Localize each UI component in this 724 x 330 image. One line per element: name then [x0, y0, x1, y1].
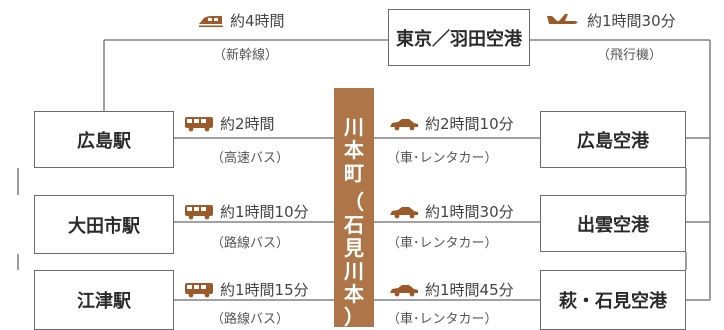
hiroshima-car-time: 約2時間10分: [389, 113, 514, 134]
hiroshima-station-box: 広島駅: [34, 111, 174, 168]
airplane-icon: [545, 13, 581, 28]
hagi-iwami-airport-box: 萩・石見空港: [540, 270, 686, 330]
time-label: 約1時間30分: [425, 203, 514, 221]
flight-mode: （飛行機）: [597, 48, 663, 63]
car-icon: [389, 205, 419, 219]
center-char: ）: [344, 305, 364, 329]
flight-time: 約1時間30分: [545, 10, 676, 31]
center-char: 石: [344, 213, 364, 237]
center-char: 町: [344, 161, 364, 185]
oda-bus-mode: （路線バス）: [211, 236, 290, 251]
izumo-car-mode: （車･レンタカー）: [387, 236, 498, 251]
gotsu-bus-time: 約1時間15分: [184, 279, 309, 300]
bus-icon: [184, 116, 214, 132]
center-char: 本: [344, 138, 364, 162]
shinkansen-mode: （新幹線）: [213, 48, 279, 63]
time-label: 約1時間45分: [425, 281, 514, 299]
izumo-car-time: 約1時間30分: [389, 201, 514, 222]
gotsu-bus-mode: （路線バス）: [211, 312, 290, 327]
shinkansen-icon: [198, 14, 224, 28]
center-char: （: [344, 190, 364, 214]
oda-bus-time: 約1時間10分: [184, 201, 309, 222]
time-label: 約1時間30分: [587, 12, 676, 30]
bus-icon: [184, 204, 214, 220]
hiroshima-airport-box: 広島空港: [540, 111, 686, 168]
time-label: 約4時間: [230, 12, 285, 30]
time-label: 約2時間10分: [425, 115, 514, 133]
hiroshima-car-mode: （車･レンタカー）: [387, 151, 498, 166]
tokyo-haneda-box: 東京／羽田空港: [388, 9, 530, 66]
time-label: 約1時間15分: [220, 281, 309, 299]
time-label: 約1時間10分: [220, 203, 309, 221]
center-char: 見: [344, 236, 364, 260]
car-icon: [389, 117, 419, 131]
oda-station-box: 大田市駅: [34, 195, 174, 254]
center-char: 本: [344, 282, 364, 306]
center-char: 川: [344, 115, 364, 139]
center-char: 川: [344, 259, 364, 283]
kawamoto-band: 川 本 町 （ 石 見 川 本 ）: [334, 88, 374, 329]
shinkansen-time: 約4時間: [198, 10, 285, 31]
hiroshima-bus-mode: （高速バス）: [211, 151, 290, 166]
izumo-airport-box: 出雲空港: [540, 195, 686, 252]
gotsu-station-box: 江津駅: [34, 270, 174, 330]
time-label: 約2時間: [220, 115, 275, 133]
hiroshima-bus-time: 約2時間: [184, 113, 275, 134]
car-icon: [389, 283, 419, 297]
bus-icon: [184, 282, 214, 298]
hagi-car-mode: （車･レンタカー）: [387, 312, 498, 327]
hagi-car-time: 約1時間45分: [389, 279, 514, 300]
